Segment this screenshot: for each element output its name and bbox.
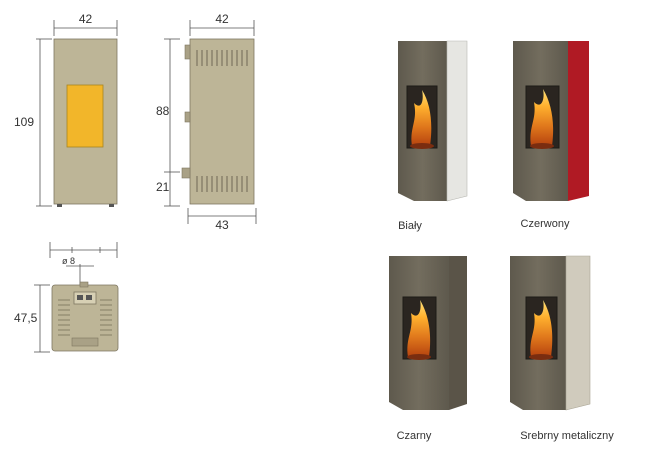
side-air-inlet xyxy=(181,167,191,179)
side-view-drawing: 42 88 21 43 xyxy=(156,12,257,232)
front-stove-body xyxy=(53,38,118,205)
side-panel xyxy=(565,255,591,411)
top-depth-label: 47,5 xyxy=(14,311,38,325)
side-upper-vents xyxy=(196,50,248,66)
side-panel xyxy=(449,256,467,410)
flame-icon xyxy=(530,300,553,357)
side-lower-vents xyxy=(196,176,248,192)
top-flue-outlet xyxy=(79,281,89,288)
side-panel xyxy=(446,40,468,202)
side-top-width-label: 42 xyxy=(215,12,229,26)
variant-label-black: Czarny xyxy=(397,430,432,442)
variant-silver: Srebrny metaliczny xyxy=(510,255,614,442)
front-width-label: 42 xyxy=(79,12,93,26)
side-bottom-width-label: 43 xyxy=(215,218,229,232)
side-panel xyxy=(568,41,589,201)
pipe-diameter-label: ø 8 xyxy=(62,256,75,266)
flame-icon xyxy=(411,90,432,146)
variant-label-silver: Srebrny metaliczny xyxy=(520,430,614,442)
variant-red: Czerwony xyxy=(513,41,589,230)
flame-icon xyxy=(407,300,431,357)
variant-label-white: Biały xyxy=(398,220,422,232)
variant-label-red: Czerwony xyxy=(521,218,570,230)
side-upper-height-label: 88 xyxy=(156,104,170,118)
front-height-label: 109 xyxy=(14,115,34,129)
variant-white: Biały xyxy=(398,40,468,232)
side-lower-height-label: 21 xyxy=(156,180,170,194)
variant-black: Czarny xyxy=(389,256,467,442)
front-view-drawing: 42 109 xyxy=(14,12,118,207)
flame-icon xyxy=(530,89,554,146)
top-view-drawing: ø 8 47,5 xyxy=(14,242,119,353)
front-fire-window xyxy=(66,84,104,148)
